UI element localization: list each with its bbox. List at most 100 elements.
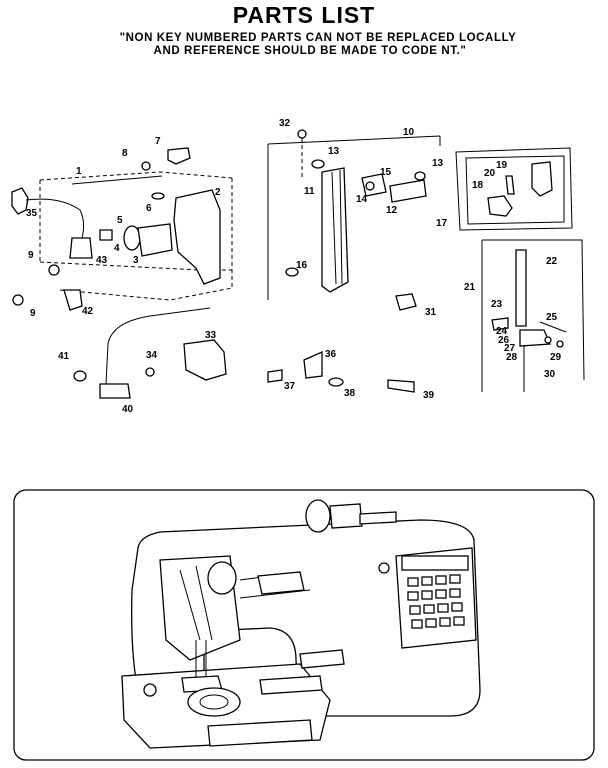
part-13-ring-left: [311, 159, 325, 169]
callout-30: 30: [544, 369, 556, 380]
part-22-bar: [515, 249, 527, 327]
callout-18: 18: [472, 180, 484, 191]
part-39-pin: [387, 379, 415, 393]
callout-3: 3: [133, 255, 139, 266]
part-31-guide: [395, 293, 417, 311]
callout-2: 2: [215, 187, 221, 198]
part-26-pin: [544, 336, 552, 344]
part-42-clip: [63, 289, 83, 311]
detail-frame-21: [481, 239, 585, 392]
callout-38: 38: [344, 388, 356, 399]
callout-1: 1: [76, 166, 82, 177]
part-37-screw: [267, 369, 283, 383]
callout-25: 25: [546, 312, 558, 323]
sewing-machine-illustration: [13, 489, 595, 761]
part-13-ring-right: [414, 171, 426, 181]
callout-39: 39: [423, 390, 435, 401]
callout-10: 10: [403, 127, 415, 138]
callout-22: 22: [546, 256, 558, 267]
left-assembly-frame: [39, 171, 233, 301]
spool-holder: [329, 503, 363, 529]
callout-7: 7: [155, 136, 161, 147]
callout-12: 12: [386, 205, 398, 216]
part-43-cord: [25, 198, 85, 239]
callout-26: 26: [498, 335, 510, 346]
part-11-needle-bar: [321, 167, 349, 293]
part-6-clip: [151, 192, 165, 200]
part-29-pin: [556, 340, 564, 348]
callout-34: 34: [146, 350, 158, 361]
illustration-frame: [13, 489, 595, 761]
callout-43: 43: [96, 255, 108, 266]
panel-keypad: [407, 574, 465, 629]
part-35-lamp-socket: [11, 187, 29, 215]
callout-9-upper: 9: [28, 250, 34, 261]
callout-4: 4: [114, 243, 120, 254]
callout-11: 11: [304, 186, 315, 197]
machine-front-plate: [207, 719, 313, 747]
left-assembly: [11, 147, 233, 399]
reference-note-line-1: "NON KEY NUMBERED PARTS CAN NOT BE REPLA…: [119, 32, 517, 44]
callout-20: 20: [484, 168, 496, 179]
body-screw: [378, 562, 390, 574]
callout-40: 40: [122, 404, 134, 415]
part-25-spring: [539, 321, 567, 333]
callout-15: 15: [380, 167, 392, 178]
callout-17: 17: [436, 218, 448, 229]
part-9-screw-upper: [48, 264, 60, 276]
page-title: PARTS LIST: [232, 2, 376, 28]
display-window: [401, 555, 469, 571]
part-12-shaft: [389, 179, 427, 203]
part-2-main-plate: [173, 189, 221, 285]
part-3-plate: [137, 223, 173, 257]
part-18-clamp: [487, 195, 513, 217]
callout-9-lower: 9: [30, 308, 36, 319]
part-19-bracket: [531, 161, 553, 197]
detail-box-17: [455, 147, 573, 231]
thread-guide: [257, 571, 305, 595]
part-5-screw: [99, 229, 113, 241]
part-38-washer: [328, 377, 344, 387]
callout-27: 27: [504, 343, 516, 354]
part-9-screw-lower: [12, 294, 24, 306]
part-8-screw: [141, 161, 151, 171]
callout-6: 6: [146, 203, 152, 214]
part-40-arm: [105, 307, 211, 385]
callout-24: 24: [496, 326, 508, 337]
callout-41: 41: [58, 351, 70, 362]
part-43-bulb: [69, 237, 93, 259]
part-41-nut: [73, 370, 87, 382]
part-34-screw: [145, 367, 155, 377]
part-20-pin: [505, 175, 515, 195]
part-15-screw: [365, 181, 375, 191]
callout-42: 42: [82, 306, 94, 317]
spool-disc: [305, 499, 331, 533]
right-assembly: [455, 147, 585, 392]
part-1-rod: [71, 175, 163, 185]
callout-13-right: 13: [432, 158, 444, 169]
base-screw: [143, 683, 157, 697]
part-16-screw: [285, 267, 299, 277]
callout-16: 16: [296, 260, 308, 271]
part-33-bracket: [183, 339, 227, 381]
feed-shaft: [259, 675, 323, 695]
callout-31: 31: [425, 307, 437, 318]
part-32-screw: [297, 129, 307, 139]
hook-shaft: [299, 649, 345, 669]
callout-8: 8: [122, 148, 128, 159]
tension-dial: [207, 561, 237, 595]
center-assembly: [267, 129, 441, 393]
callout-23: 23: [491, 299, 503, 310]
callout-29: 29: [550, 352, 562, 363]
callout-5: 5: [117, 215, 123, 226]
part-24-screw: [491, 317, 509, 331]
callout-labels: 1 2 3 4 5 6 7 8 9 9 10 11 12 13 13 14 15…: [26, 118, 562, 415]
callout-13-left: 13: [328, 146, 340, 157]
callout-19: 19: [496, 160, 508, 171]
part-27-block: [519, 329, 551, 347]
callout-36: 36: [325, 349, 337, 360]
part-40-base: [99, 383, 131, 399]
callout-32: 32: [279, 118, 291, 129]
part-36-bracket: [303, 350, 323, 379]
